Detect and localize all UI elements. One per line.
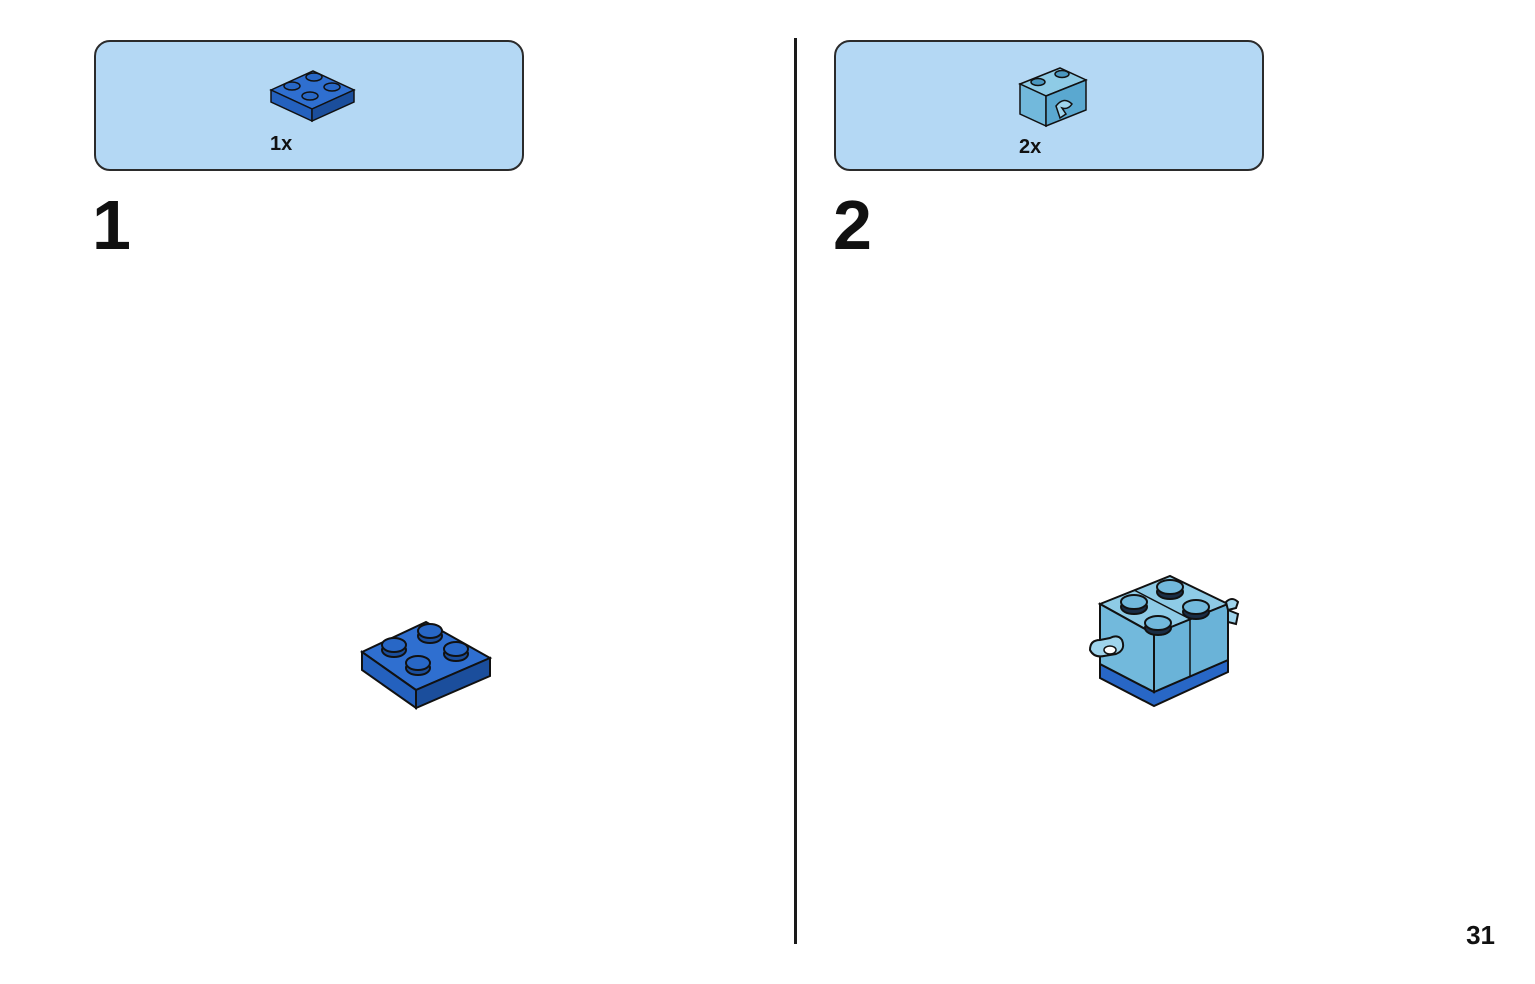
light-blue-brick-with-clip-icon [1018, 67, 1088, 128]
blue-2x2-plate-assembly-icon [360, 620, 493, 710]
parts-callout-step-2: 2x [834, 40, 1264, 171]
blue-2x2-plate-icon [269, 70, 356, 123]
step-number: 1 [92, 186, 131, 264]
light-blue-bricks-on-blue-plate-assembly-icon [1088, 574, 1240, 708]
step-number: 2 [833, 186, 872, 264]
page-number: 31 [1466, 920, 1495, 950]
part-quantity: 2x [1019, 136, 1042, 158]
part-quantity: 1x [270, 133, 293, 155]
parts-callout-step-1: 1x [94, 40, 524, 171]
page-divider [794, 38, 797, 944]
